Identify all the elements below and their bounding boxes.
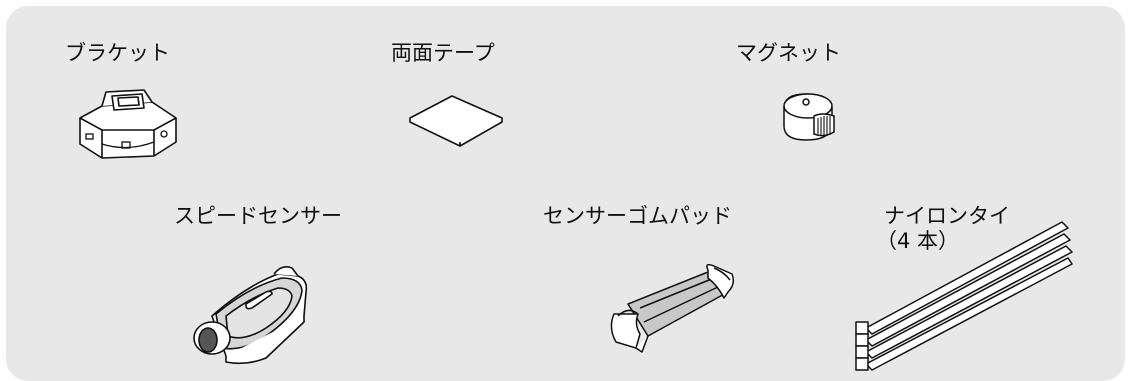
tape-illustration <box>406 92 506 152</box>
nylon-ties-illustration <box>846 218 1076 378</box>
speed-sensor-label: スピードセンサー <box>174 204 342 228</box>
magnet-illustration <box>778 90 840 146</box>
parts-panel: ブラケット 両面テープ <box>6 6 1125 381</box>
speed-sensor-illustration <box>186 256 336 371</box>
bracket-label: ブラケット <box>65 41 170 65</box>
rubber-pad-illustration <box>596 264 746 364</box>
magnet-label: マグネット <box>736 41 841 65</box>
rubber-pad-label: センサーゴムパッド <box>543 204 732 228</box>
bracket-illustration <box>72 84 182 164</box>
tape-label: 両面テープ <box>391 41 495 65</box>
nylon-tie-quantity: （4 本） <box>876 229 960 253</box>
nylon-tie-label: ナイロンタイ <box>884 204 1010 228</box>
